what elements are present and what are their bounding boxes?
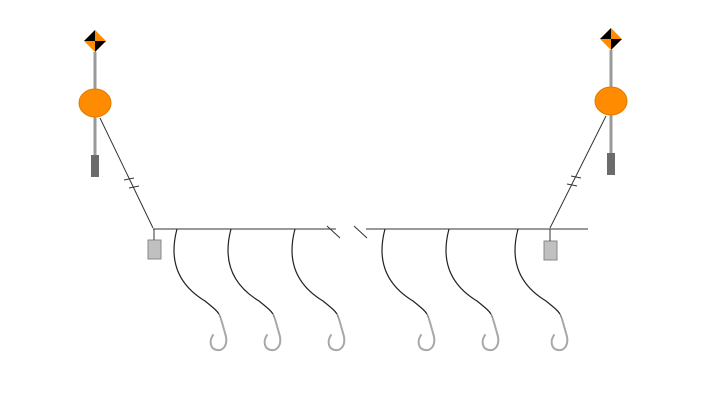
buoy-weight-icon: [91, 155, 99, 177]
left-buoy-assembly: [78, 30, 162, 260]
fish-hook-icon: [291, 228, 346, 352]
flag-marker-icon: [600, 28, 622, 50]
float-buoy-icon: [594, 86, 628, 116]
fish-hook-icon: [445, 228, 500, 352]
buoy-line-tick: [566, 183, 578, 187]
right-buoy-assembly: [543, 28, 628, 261]
buoy-line-tick: [128, 185, 140, 189]
buoy-line: [549, 115, 607, 229]
main-line: [153, 225, 588, 239]
buoy-line: [99, 117, 154, 229]
fish-hook-icon: [514, 228, 569, 352]
buoy-weight-icon: [607, 153, 615, 175]
line-break-mark: [326, 225, 341, 239]
buoy-line-tick: [123, 177, 135, 181]
flag-marker-icon: [84, 30, 106, 52]
fish-hook-icon: [227, 228, 282, 352]
anchor-weight-icon: [543, 240, 558, 261]
float-buoy-icon: [78, 88, 112, 118]
anchor-weight-icon: [147, 239, 162, 260]
line-break-mark: [353, 225, 368, 239]
fish-hook-icon: [173, 228, 228, 352]
buoy-line-tick: [570, 175, 582, 179]
fish-hook-icon: [381, 228, 436, 352]
